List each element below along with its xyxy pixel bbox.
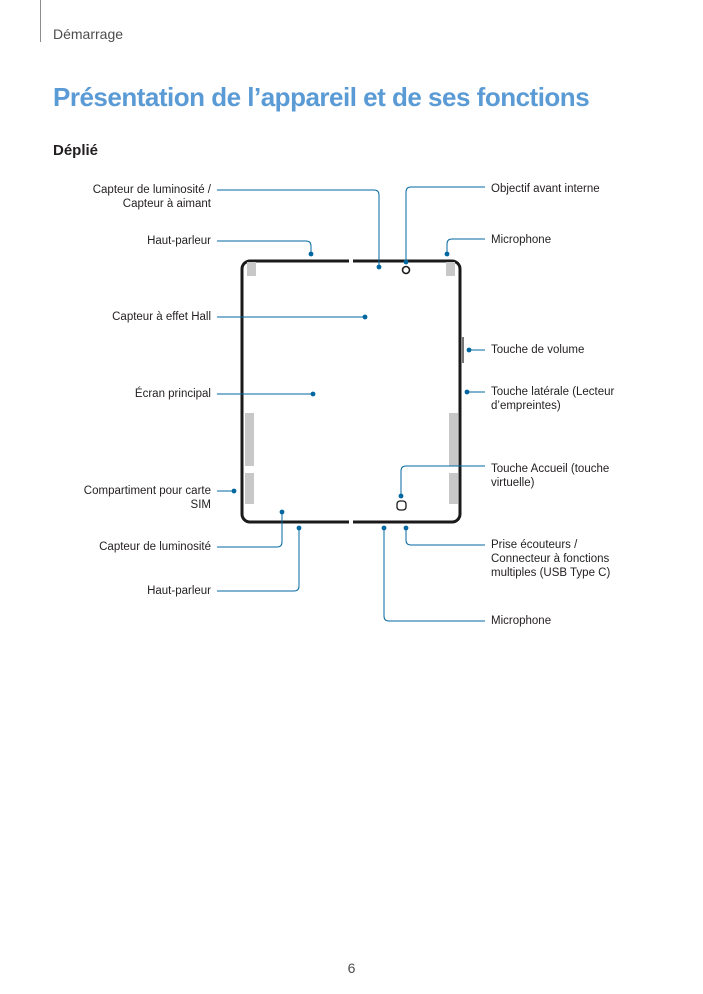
callout-home xyxy=(400,465,485,496)
label-speaker-bottom: Haut-parleur xyxy=(147,585,211,597)
label-light-magnet: Capteur de luminosité / Capteur à aimant xyxy=(92,184,211,210)
page-title: Présentation de l’appareil et de ses fon… xyxy=(53,82,590,112)
hinge-top-left xyxy=(247,262,256,276)
label-home-key: Touche Accueil (touche virtuelle) xyxy=(491,463,610,489)
hinge-right-mid xyxy=(449,413,458,466)
label-volume-key: Touche de volume xyxy=(491,344,585,356)
dot-main-screen xyxy=(310,391,316,397)
callout-light-magnet xyxy=(217,189,380,266)
dot-speaker-bottom xyxy=(296,525,302,531)
label-side-key: Touche latérale (Lecteur d’empreintes) xyxy=(491,386,615,412)
dot-volume xyxy=(466,347,472,353)
page-number: 6 xyxy=(347,960,356,976)
callout-speaker-bottom xyxy=(217,528,300,592)
dot-speaker-top xyxy=(308,251,314,257)
hinge-left-mid xyxy=(245,413,254,466)
dot-mic-bottom xyxy=(381,525,387,531)
dot-mic-top xyxy=(444,251,450,257)
dot-front-camera xyxy=(403,259,409,265)
callout-front-camera xyxy=(405,186,485,262)
hinge-left-low xyxy=(245,473,254,504)
home-key-icon xyxy=(396,500,407,511)
label-mic-top: Microphone xyxy=(491,234,552,246)
hinge-top-right xyxy=(446,262,455,276)
callout-mic-top xyxy=(446,238,485,254)
dot-sim xyxy=(231,488,237,494)
callout-speaker-top xyxy=(217,240,312,254)
callout-light-bottom xyxy=(217,512,283,548)
section-label: Démarrage xyxy=(53,26,124,42)
device-outline xyxy=(240,259,462,524)
label-main-screen: Écran principal xyxy=(134,388,211,400)
dot-light-bottom xyxy=(279,509,285,515)
front-camera-icon xyxy=(401,265,411,275)
label-front-camera: Objectif avant interne xyxy=(491,183,600,195)
margin-rule xyxy=(40,0,41,42)
dot-side-key xyxy=(464,389,470,395)
callout-mic-bottom xyxy=(383,528,485,622)
label-light-sensor-bottom: Capteur de luminosité xyxy=(99,541,211,553)
label-sim-tray: Compartiment pour carte SIM xyxy=(83,485,211,511)
dot-hall xyxy=(362,314,368,320)
hinge-right-low xyxy=(449,473,458,504)
callout-usb xyxy=(405,528,485,546)
label-usb-port: Prise écouteurs / Connecteur à fonctions… xyxy=(491,539,611,579)
dot-home xyxy=(398,493,404,499)
label-mic-bottom: Microphone xyxy=(491,615,552,627)
label-hall-sensor: Capteur à effet Hall xyxy=(112,311,211,323)
label-speaker-top: Haut-parleur xyxy=(147,235,211,247)
subsection-title: Déplié xyxy=(53,142,99,159)
dot-usb xyxy=(403,525,409,531)
dot-light-magnet xyxy=(376,264,382,270)
